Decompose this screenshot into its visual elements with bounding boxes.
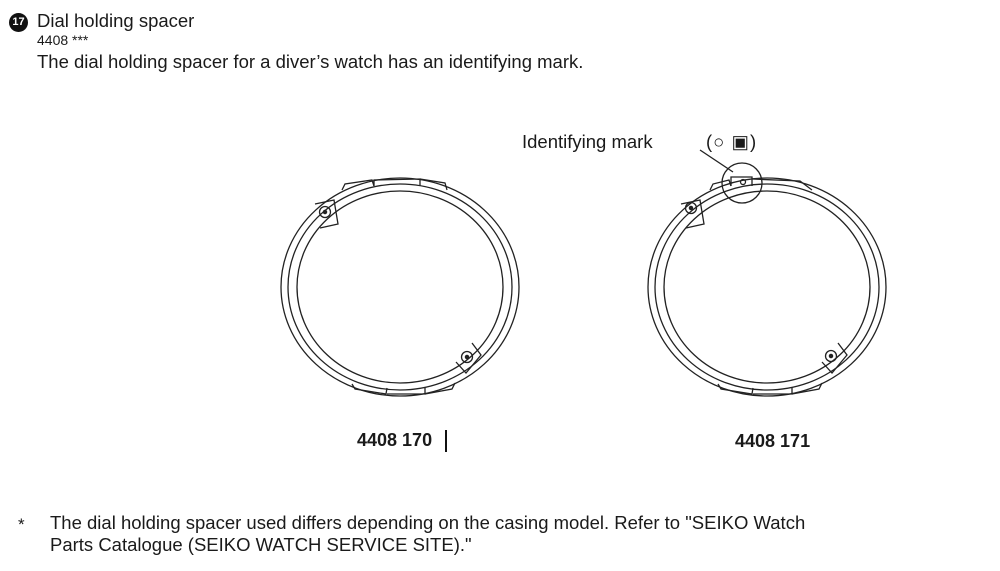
identifying-mark-symbols: (○ ▣) <box>706 131 758 152</box>
footnote-line-2: Parts Catalogue (SEIKO WATCH SERVICE SIT… <box>50 534 472 555</box>
section-title: Dial holding spacer <box>37 10 195 31</box>
part-number-right: 4408 171 <box>735 431 811 451</box>
part-code: 4408 *** <box>37 32 89 48</box>
text-cursor <box>445 430 447 452</box>
spacer-ring-left <box>280 177 520 397</box>
spacer-ring-right <box>647 176 887 397</box>
identifying-mark-callout <box>699 149 763 204</box>
identifying-mark-label: Identifying mark <box>522 131 653 152</box>
footnote: The dial holding spacer used differs dep… <box>50 512 805 556</box>
footnote-line-1: The dial holding spacer used differs dep… <box>50 512 806 533</box>
note-marker: * <box>18 515 25 534</box>
section-description: The dial holding spacer for a diver’s wa… <box>37 51 584 72</box>
section-number-badge: 17 <box>9 13 28 32</box>
part-number-left: 4408 170 <box>357 430 433 450</box>
